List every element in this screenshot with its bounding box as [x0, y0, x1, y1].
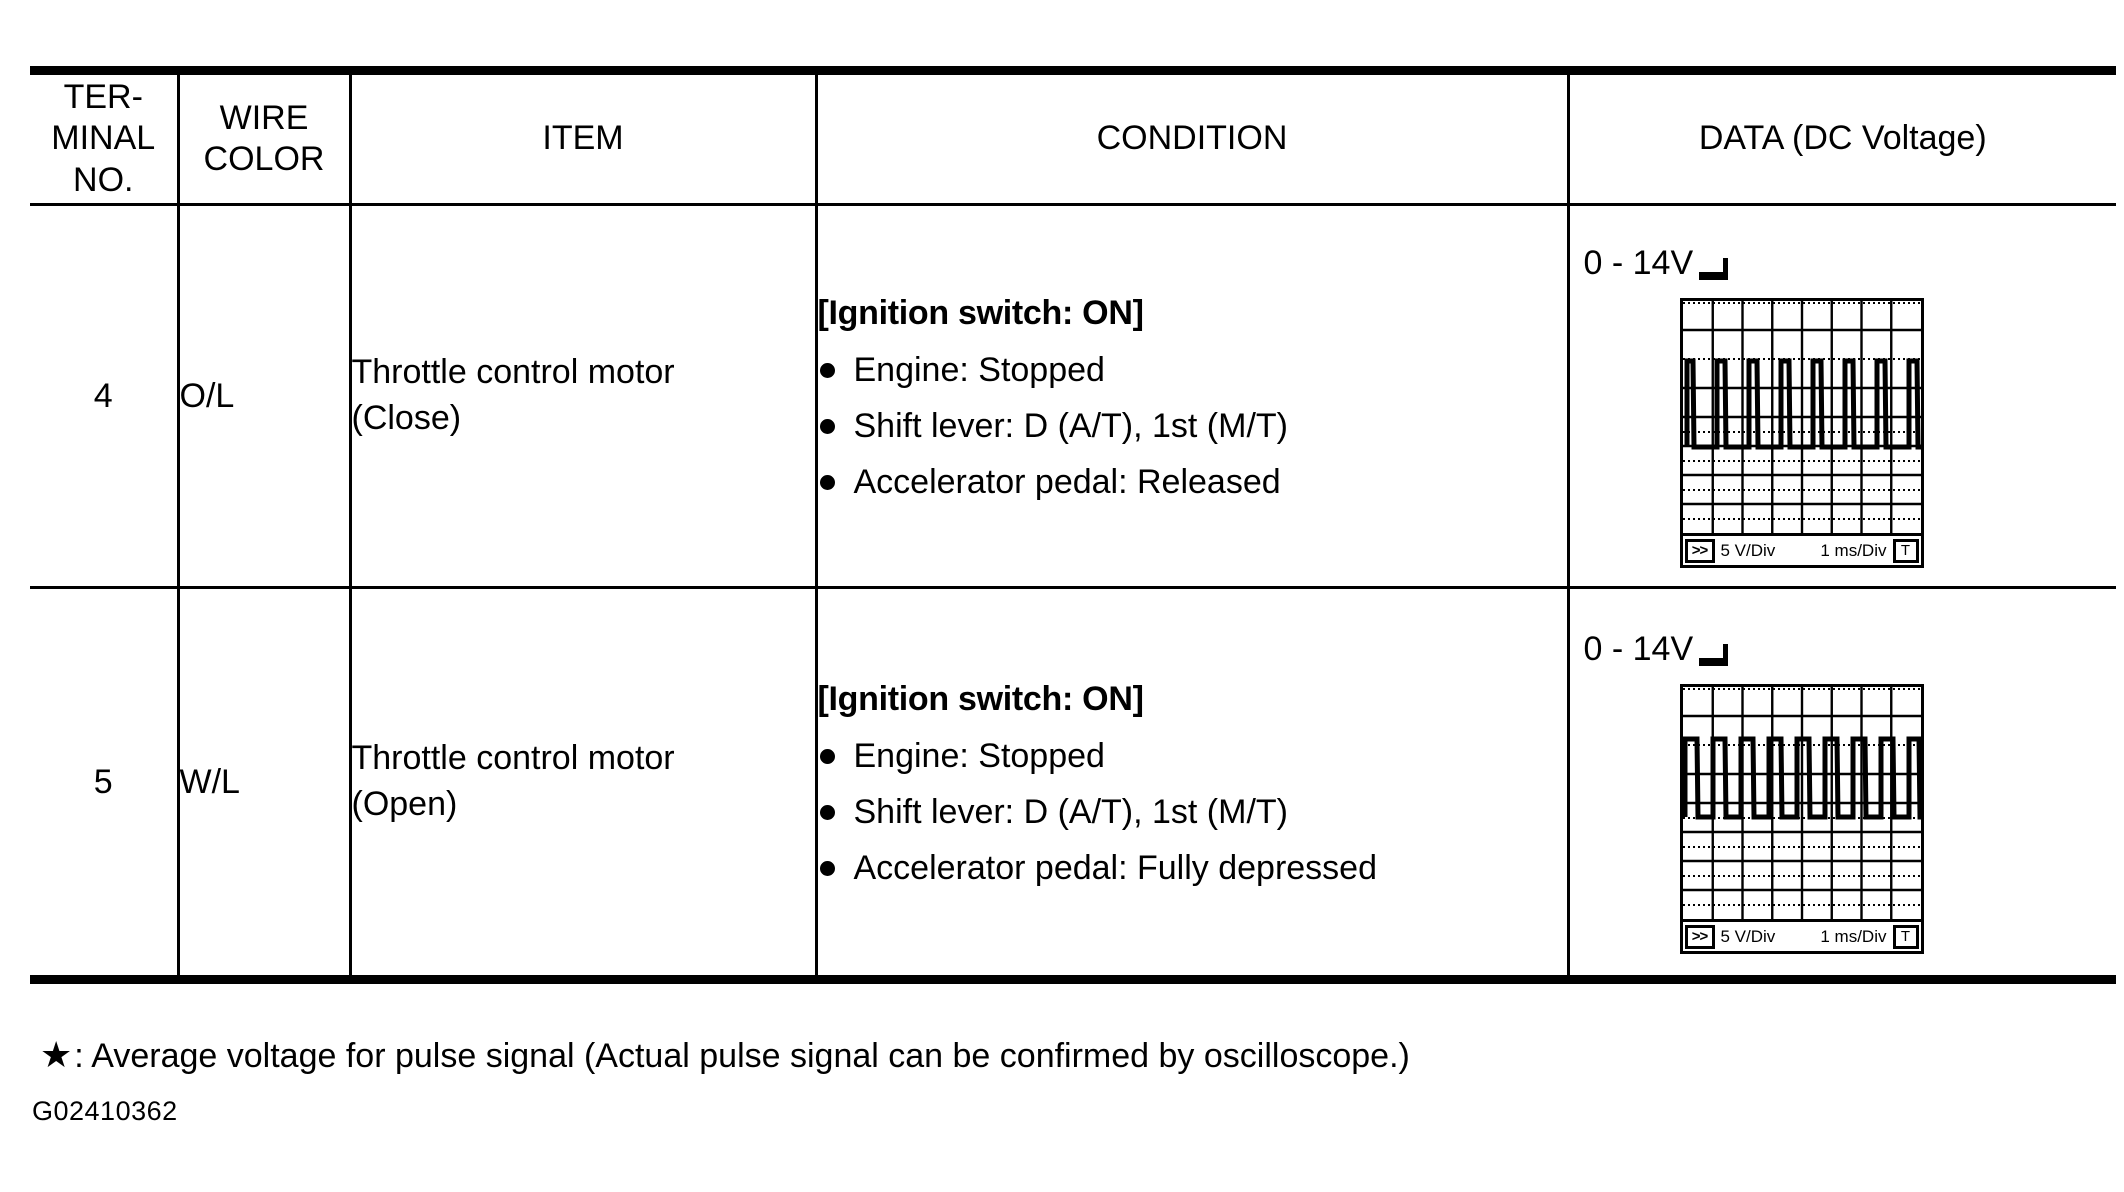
footnote: ★ : Average voltage for pulse signal (Ac… — [40, 1037, 1410, 1076]
oscilloscope-trace: >> 5 V/Div 1 ms/Div T — [1679, 684, 1924, 954]
voltage-range: 0 - 14V — [1584, 632, 2117, 666]
table-row: 4 O/L Throttle control motor (Close) [Ig… — [30, 204, 2117, 589]
scope-volts-per-div: 5 V/Div — [1720, 926, 1776, 946]
cell-terminal-no: 5 — [30, 587, 180, 984]
voltage-range-text: 0 - 14V — [1583, 244, 1694, 282]
column-header-terminal-no: TER- MINAL NO. — [30, 66, 180, 206]
condition-bullet-text: Engine: Stopped — [853, 736, 1105, 775]
cell-data: 0 - 14V — [1566, 204, 2117, 589]
voltage-range-text: 0 - 14V — [1583, 630, 1694, 668]
item-line-1: Throttle control motor — [351, 739, 675, 778]
cell-wire-color: W/L — [176, 587, 352, 984]
data-block: 0 - 14V — [1570, 610, 2117, 954]
scope-volts-per-div: 5 V/Div — [1720, 540, 1776, 560]
condition-heading: [Ignition switch: ON] — [817, 679, 1144, 718]
header-line-3: NO. — [73, 160, 134, 199]
condition-bullet-text: Accelerator pedal: Fully depressed — [853, 848, 1378, 887]
cell-terminal-no: 4 — [30, 204, 180, 589]
scope-settings-bar: >> 5 V/Div 1 ms/Div T — [1679, 536, 1924, 568]
voltage-range: 0 - 14V — [1584, 246, 2117, 280]
scope-screen — [1679, 684, 1924, 922]
bullet-dot-icon — [819, 418, 835, 434]
scope-settings-bar: >> 5 V/Div 1 ms/Div T — [1679, 922, 1924, 954]
trigger-indicator-icon: T — [1892, 538, 1919, 563]
condition-bullet-text: Engine: Stopped — [853, 350, 1105, 389]
condition-bullet-list: Engine: Stopped Shift lever: D (A/T), 1s… — [818, 353, 1567, 499]
terminal-spec-table: TER- MINAL NO. WIRE COLOR ITEM CONDITION… — [30, 66, 2116, 984]
column-header-condition: CONDITION — [814, 66, 1570, 206]
table-header-row: TER- MINAL NO. WIRE COLOR ITEM CONDITION… — [30, 66, 2116, 206]
condition-bullet-text: Accelerator pedal: Released — [853, 462, 1281, 501]
scope-screen — [1679, 298, 1924, 536]
condition-bullet: Shift lever: D (A/T), 1st (M/T) — [818, 795, 1567, 829]
column-header-item: ITEM — [348, 66, 818, 206]
bullet-dot-icon — [819, 860, 835, 876]
cell-condition: [Ignition switch: ON] Engine: Stopped Sh… — [814, 587, 1570, 984]
star-icon: ★ — [40, 1034, 73, 1075]
header-line-1: WIRE — [219, 98, 309, 137]
item-line-2: (Open) — [351, 785, 458, 823]
bullet-dot-icon — [819, 748, 835, 764]
column-header-data: DATA (DC Voltage) — [1566, 66, 2116, 206]
condition-bullet-list: Engine: Stopped Shift lever: D (A/T), 1s… — [818, 739, 1567, 885]
condition-bullet-text: Shift lever: D (A/T), 1st (M/T) — [853, 406, 1288, 445]
condition-bullet: Accelerator pedal: Released — [818, 465, 1567, 499]
item-line-1: Throttle control motor — [351, 353, 675, 392]
bullet-dot-icon — [819, 362, 835, 378]
cell-data: 0 - 14V — [1566, 587, 2117, 984]
data-block: 0 - 14V — [1570, 224, 2117, 568]
bullet-dot-icon — [819, 804, 835, 820]
header-line-2: COLOR — [203, 140, 325, 178]
condition-bullet-text: Shift lever: D (A/T), 1st (M/T) — [853, 792, 1288, 831]
condition-bullet: Accelerator pedal: Fully depressed — [818, 851, 1567, 885]
pulse-flag-icon — [1697, 254, 1731, 280]
header-line-1: TER- — [63, 77, 143, 116]
cell-wire-color: O/L — [176, 204, 352, 589]
oscilloscope-trace: >> 5 V/Div 1 ms/Div T — [1679, 298, 1924, 568]
item-line-2: (Close) — [351, 399, 462, 437]
condition-bullet: Engine: Stopped — [818, 739, 1567, 773]
cell-item: Throttle control motor (Open) — [348, 587, 818, 984]
header-line-2: MINAL — [51, 119, 156, 158]
fast-forward-icon[interactable]: >> — [1684, 538, 1715, 563]
condition-bullet: Shift lever: D (A/T), 1st (M/T) — [818, 409, 1567, 443]
column-header-wire-color: WIRE COLOR — [176, 66, 352, 206]
fast-forward-icon[interactable]: >> — [1684, 924, 1715, 949]
trigger-indicator-icon: T — [1892, 924, 1919, 949]
condition-heading: [Ignition switch: ON] — [817, 293, 1144, 332]
cell-item: Throttle control motor (Close) — [348, 204, 818, 589]
cell-condition: [Ignition switch: ON] Engine: Stopped Sh… — [814, 204, 1570, 589]
footnote-text: : Average voltage for pulse signal (Actu… — [74, 1037, 1410, 1075]
scope-time-per-div: 1 ms/Div — [1820, 540, 1887, 560]
figure-id: G02410362 — [32, 1096, 178, 1126]
table-row: 5 W/L Throttle control motor (Open) [Ign… — [30, 587, 2117, 984]
scope-time-per-div: 1 ms/Div — [1820, 926, 1887, 946]
condition-bullet: Engine: Stopped — [818, 353, 1567, 387]
pulse-flag-icon — [1697, 640, 1731, 666]
bullet-dot-icon — [819, 474, 835, 490]
